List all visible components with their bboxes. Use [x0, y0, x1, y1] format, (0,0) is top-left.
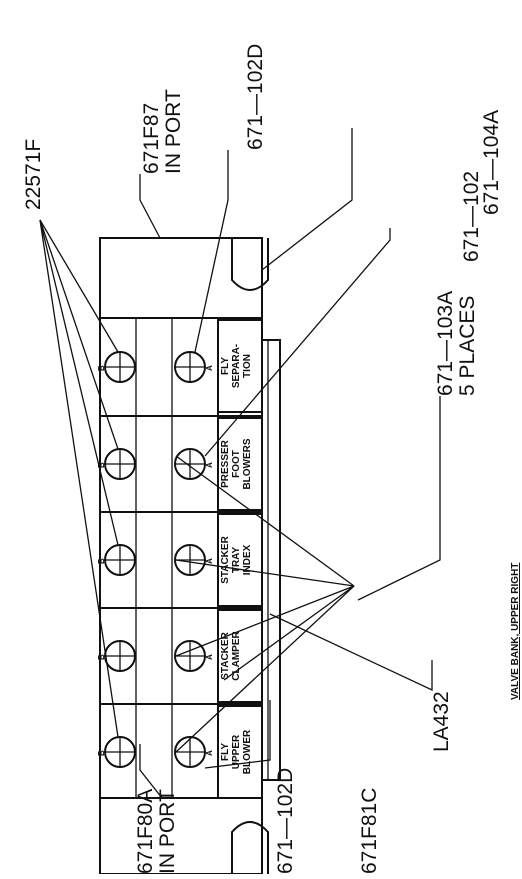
valve-label-2: PRESSERFOOTBLOWERS	[220, 438, 253, 489]
valve-label-5: FLYUPPERBLOWER	[220, 729, 253, 774]
end-cap-top	[99, 237, 263, 319]
label-81c: 671F81C	[358, 788, 381, 874]
svg-text:A: A	[205, 558, 214, 564]
svg-text:A: A	[205, 654, 214, 660]
label-102: 671—102	[460, 171, 483, 262]
end-cap-bottom	[99, 797, 263, 875]
valve-5-ports	[104, 736, 206, 768]
valve-labels: FLYSEPARA-TION PRESSERFOOTBLOWERS STACKERT…	[217, 319, 263, 799]
label-102d-upper: 671—102D	[244, 44, 267, 150]
label-la432: LA432	[430, 691, 453, 752]
valve-label-3: STACKERTRAYINDEX	[220, 535, 253, 583]
leader-lines	[39, 128, 441, 799]
valve-label-box-3	[217, 513, 263, 607]
label-104a: 671—104A	[480, 110, 503, 215]
svg-text:B: B	[97, 558, 106, 564]
label-102d-lower: 671—102D	[274, 768, 297, 874]
svg-text:A: A	[205, 365, 214, 371]
valve-label-1: FLYSEPARA-TION	[220, 344, 253, 388]
valve-2-ports	[104, 448, 206, 480]
label-22571f: 22571F	[22, 139, 45, 210]
valve-3-ports	[104, 544, 206, 576]
svg-text:A: A	[205, 750, 214, 756]
label-in-port-top: 671F87IN PORT	[140, 89, 185, 174]
label-in-port-bottom: 671F80AIN PORT	[134, 789, 179, 874]
svg-text:B: B	[97, 654, 106, 660]
valve-label-box-4	[217, 609, 263, 703]
caption: VALVE BANK, UPPER RIGHT	[510, 563, 521, 700]
port-letters: B B B B B A A A A A	[97, 365, 214, 756]
label-103a: 671—103A5 PLACES	[434, 291, 479, 396]
svg-text:A: A	[205, 462, 214, 468]
valve-1-ports	[104, 351, 206, 383]
svg-text:B: B	[97, 365, 106, 371]
valve-label-box-5	[217, 705, 263, 799]
valve-label-4: STACKERCLAMPER	[220, 631, 242, 681]
mounting-slot-bottom	[231, 821, 269, 874]
svg-text:B: B	[97, 750, 106, 756]
mounting-slot-top	[231, 238, 269, 291]
svg-text:B: B	[97, 462, 106, 468]
valve-label-box-2	[217, 417, 263, 511]
valve-label-box-1	[217, 319, 263, 413]
valve-4-ports	[104, 640, 206, 672]
